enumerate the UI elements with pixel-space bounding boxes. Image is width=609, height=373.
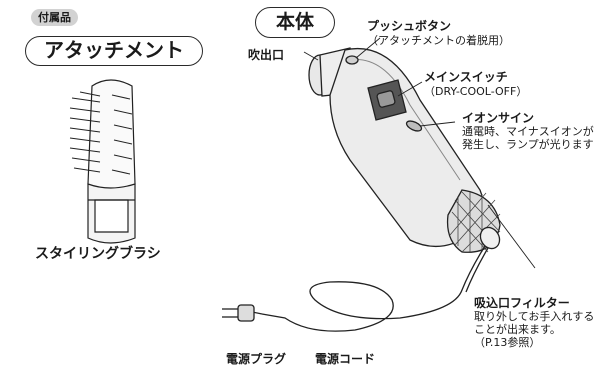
push-button-label: プッシュボタン — [367, 19, 452, 33]
ion-sign-note-2: 発生し、ランプが光ります — [462, 138, 594, 151]
power-plug-label: 電源プラグ — [226, 352, 287, 366]
outlet-label: 吹出口 — [248, 48, 285, 62]
styling-brush-label: スタイリングブラシ — [35, 246, 161, 262]
intake-filter-note-2: ことが出来ます。 — [474, 323, 561, 336]
push-button-note: （アタッチメントの着脱用） — [367, 34, 510, 47]
accessory-tag: 付属品 — [31, 9, 78, 26]
dryer-body-illustration — [308, 47, 501, 253]
styling-brush-illustration — [69, 79, 136, 244]
power-cord-label: 電源コード — [315, 352, 376, 366]
body-title: 本体 — [255, 7, 335, 38]
leader-lines — [303, 37, 536, 269]
ion-sign-note-1: 通電時、マイナスイオンが — [462, 125, 594, 138]
ion-sign-label: イオンサイン — [462, 111, 535, 125]
intake-filter-note-1: 取り外してお手入れする — [474, 310, 595, 323]
power-cord-illustration — [222, 245, 489, 332]
attachment-title: アタッチメント — [25, 36, 203, 66]
main-switch-label: メインスイッチ — [424, 70, 508, 84]
main-switch-note: （DRY-COOL-OFF） — [424, 85, 528, 98]
intake-filter-note-3: （P.13参照） — [474, 336, 541, 349]
intake-filter-label: 吸込口フィルター — [474, 296, 570, 310]
